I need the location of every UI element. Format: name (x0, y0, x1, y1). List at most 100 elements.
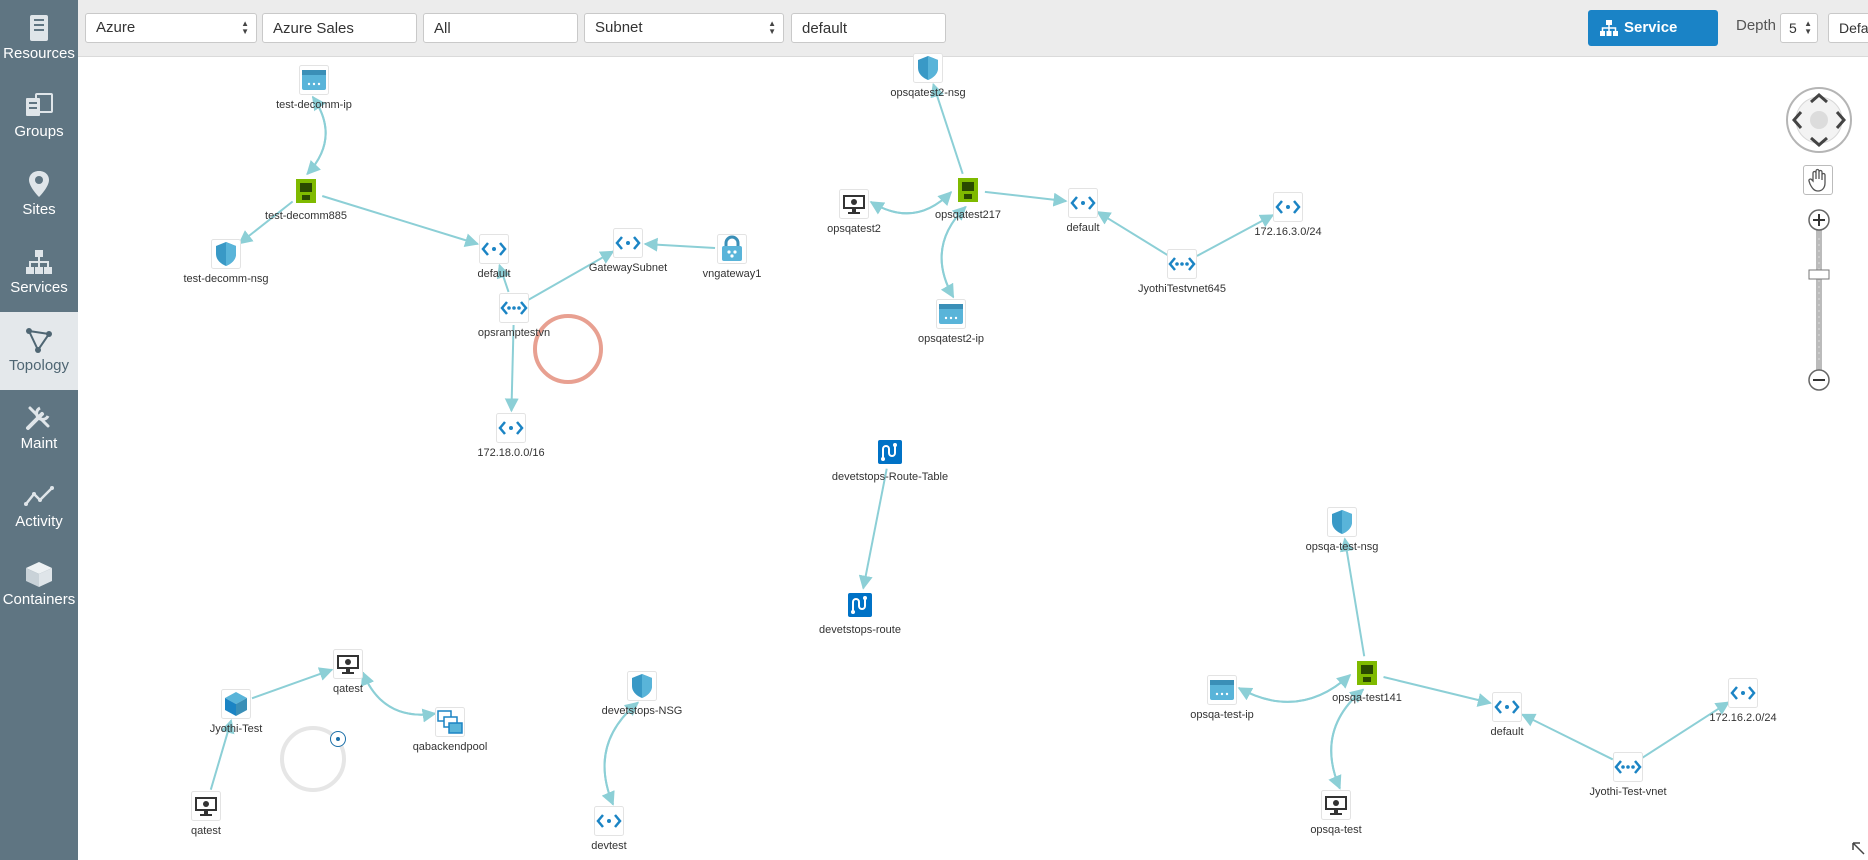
account-input[interactable] (262, 13, 417, 43)
topology-edge (643, 237, 716, 252)
network-interface-icon (958, 178, 978, 202)
provider-value: Azure (96, 19, 136, 36)
sidebar-item-services[interactable]: Services (0, 234, 78, 312)
route-table-icon (878, 440, 902, 464)
depth-label: Depth (1736, 17, 1777, 34)
topology-node-label: default (477, 268, 511, 280)
topology-node-label: devtest (591, 840, 627, 852)
zoom-slider-handle[interactable] (1808, 269, 1830, 280)
topology-edge (1196, 214, 1275, 257)
topology-edge (1237, 674, 1351, 703)
topology-node-label: devetstops-NSG (601, 705, 683, 717)
topology-node-label: test-decomm-ip (276, 99, 352, 111)
topology-node-label: opsqatest2-ip (917, 333, 985, 345)
sidebar-item-sites[interactable]: Sites (0, 156, 78, 234)
sidebar-nav: Resources Groups Sites Services Topology… (0, 0, 78, 860)
resource-name-input[interactable] (791, 13, 946, 43)
monitor-icon (1321, 790, 1351, 820)
network-interface-icon (1357, 661, 1377, 685)
sidebar-item-maint[interactable]: Maint (0, 390, 78, 468)
shield-icon (627, 671, 657, 701)
topology-edges (209, 82, 1730, 806)
groups-icon (26, 93, 53, 116)
topology-edge (504, 324, 519, 413)
topology-edge (1383, 676, 1492, 707)
virtual-network-icon (499, 293, 529, 323)
subnet-icon (1728, 678, 1758, 708)
topology-edge (1339, 537, 1366, 657)
topology-node-label: test-decomm-nsg (183, 273, 269, 285)
topology-edge (603, 701, 640, 805)
topology-node-label: default (1066, 222, 1100, 234)
topology-edge (869, 191, 952, 215)
sidebar-item-label: Activity (15, 513, 63, 530)
subnet-icon (613, 228, 643, 258)
public-ip-icon (299, 65, 329, 95)
subnet-icon (1273, 192, 1303, 222)
route-table-icon (848, 593, 872, 617)
topology-node-label: qatest (191, 825, 221, 837)
region-input[interactable] (423, 13, 578, 43)
cube-icon (26, 562, 52, 587)
select-caret-icon: ▲▼ (241, 19, 249, 36)
topology-node-label: qatest (333, 683, 363, 695)
topology-edge (209, 718, 235, 790)
virtual-network-icon (1167, 249, 1197, 279)
topology-node-label: 172.16.3.0/24 (1254, 226, 1322, 238)
monitor-icon (333, 649, 363, 679)
topology-node-label: vngateway1 (702, 268, 762, 280)
sidebar-item-topology[interactable]: Topology (0, 312, 78, 390)
topology-edge (1096, 211, 1169, 256)
public-ip-icon (936, 299, 966, 329)
hierarchy-icon (26, 250, 52, 274)
topology-edge (1330, 688, 1365, 789)
server-icon (30, 15, 48, 41)
topology-node-label: test-decomm885 (265, 210, 347, 222)
topology-edge (940, 205, 967, 298)
sidebar-item-label: Maint (20, 435, 58, 452)
topology-node-label: JyothiTestvnet645 (1137, 283, 1227, 295)
zoom-control[interactable] (1805, 208, 1833, 393)
sidebar-item-containers[interactable]: Containers (0, 546, 78, 624)
topology-node-label: opsramptestvn (477, 327, 551, 339)
resource-type-select[interactable]: Subnet ▲▼ (584, 13, 784, 43)
hand-tool-button[interactable] (1803, 165, 1833, 195)
select-caret-icon: ▲▼ (768, 19, 776, 36)
topology-canvas[interactable]: test-decomm-ip test-decomm885 test-decomm-… (78, 53, 1868, 860)
sidebar-item-label: Sites (22, 201, 56, 218)
topology-edge (1641, 701, 1730, 759)
select-caret-icon: ▲▼ (1804, 19, 1812, 36)
service-maps-label: Service Maps (1624, 19, 1678, 72)
sidebar-item-label: Groups (14, 123, 64, 140)
topology-node-label: opsqa-test-ip (1190, 709, 1254, 721)
topology-edge (238, 200, 294, 245)
subnet-icon (479, 234, 509, 264)
sidebar-item-groups[interactable]: Groups (0, 78, 78, 156)
provider-select[interactable]: Azure ▲▼ (85, 13, 257, 43)
sidebar-item-resources[interactable]: Resources (0, 0, 78, 78)
sidebar-item-activity[interactable]: Activity (0, 468, 78, 546)
hover-node-ring (280, 726, 346, 792)
topology-node-label: opsqa-test141 (1332, 692, 1402, 704)
service-maps-button[interactable]: Service Maps (1588, 10, 1718, 72)
backend-pool-icon (435, 707, 465, 737)
public-ip-icon (1207, 675, 1237, 705)
monitor-icon (839, 189, 869, 219)
network-interface-icon (296, 179, 316, 203)
layout-select[interactable]: Default ▲▼ (1828, 13, 1868, 43)
expand-node-icon[interactable] (330, 731, 346, 747)
shield-icon (1327, 507, 1357, 537)
topology-edge (1520, 713, 1614, 761)
monitor-icon (191, 791, 221, 821)
sidebar-item-label: Services (10, 279, 68, 296)
sidebar-item-label: Topology (8, 357, 70, 374)
depth-select[interactable]: 5 ▲▼ (1780, 13, 1818, 43)
topology-node-label: opsqatest2 (827, 223, 881, 235)
subnet-icon (496, 413, 526, 443)
topology-edge (858, 468, 888, 590)
pan-control-icon[interactable] (1785, 86, 1853, 154)
hand-icon (1808, 168, 1826, 192)
resize-corner-icon[interactable] (1850, 840, 1866, 856)
map-pin-icon (29, 171, 49, 197)
topology-edge (251, 667, 334, 700)
